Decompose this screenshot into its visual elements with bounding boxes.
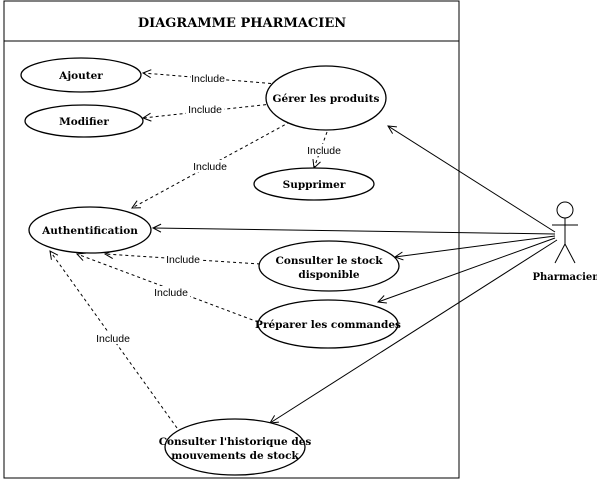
use-case-gerer-produits: Gérer les produits — [265, 65, 387, 131]
use-case-modifier: Modifier — [24, 104, 144, 138]
use-case-ajouter-label: Ajouter — [58, 70, 103, 82]
include-label-preparer: Include — [154, 287, 188, 299]
use-case-consulter-stock: Consulter le stock disponible — [258, 240, 400, 292]
use-case-historique: Consulter l'historique des mouvements de… — [159, 418, 312, 476]
use-case-supprimer: Supprimer — [253, 167, 375, 201]
use-case-ajouter: Ajouter — [20, 57, 142, 93]
include-label-historique: Include — [96, 333, 130, 345]
include-label-gerer-auth: Include — [193, 161, 227, 173]
use-case-preparer-label: Préparer les commandes — [255, 319, 401, 331]
include-consulter-stock-auth — [105, 254, 261, 265]
use-case-authentification: Authentification — [28, 206, 152, 254]
use-case-preparer-commandes: Préparer les commandes — [255, 299, 401, 349]
association-auth — [153, 228, 556, 235]
include-label-consulter-stock: Include — [166, 254, 200, 266]
actor-right-leg — [564, 243, 576, 264]
use-case-consulter-stock-label-2: disponible — [298, 269, 360, 281]
association-gerer — [388, 126, 556, 233]
use-case-consulter-stock-label-1: Consulter le stock — [275, 255, 383, 267]
diagram-title: DIAGRAMME PHARMACIEN — [138, 16, 346, 31]
include-label-modifier: Include — [188, 104, 222, 116]
use-case-gerer-label: Gérer les produits — [273, 93, 380, 105]
association-consulter-stock — [395, 235, 556, 257]
pharmacien-actor: Pharmacien — [532, 201, 597, 283]
use-case-modifier-label: Modifier — [59, 116, 109, 128]
actor-left-leg — [554, 243, 566, 264]
include-gerer-modifier — [143, 103, 273, 118]
include-label-ajouter: Include — [191, 73, 225, 85]
use-case-auth-label: Authentification — [41, 225, 138, 237]
include-label-supprimer: Include — [307, 145, 341, 157]
actor-name: Pharmacien — [532, 272, 597, 283]
association-preparer — [378, 237, 556, 302]
association-historique — [270, 239, 558, 423]
use-case-historique-label-2: mouvements de stock — [171, 450, 299, 462]
system-boundary — [3, 0, 460, 479]
use-case-supprimer-label: Supprimer — [283, 179, 346, 191]
actor-head — [556, 201, 574, 219]
use-case-historique-label-1: Consulter l'historique des — [159, 436, 312, 448]
